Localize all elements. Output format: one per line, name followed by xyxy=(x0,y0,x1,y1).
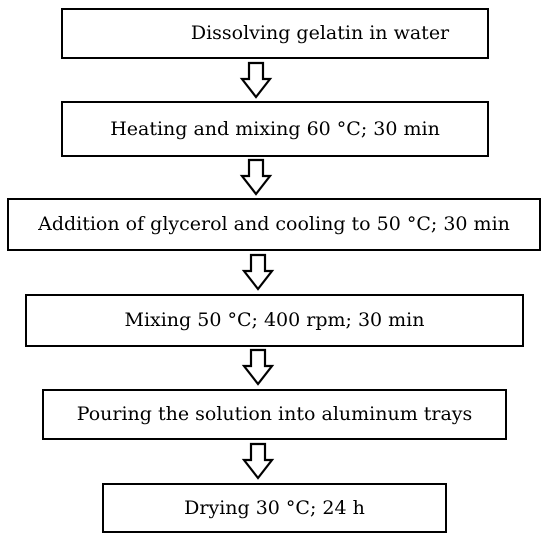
flow-step-pouring: Pouring the solution into aluminum trays xyxy=(42,389,507,440)
flow-step-drying: Drying 30 °C; 24 h xyxy=(102,483,447,533)
flow-step-label: Mixing 50 °C; 400 rpm; 30 min xyxy=(124,309,425,331)
down-arrow-icon xyxy=(241,348,275,386)
flow-step-label: Drying 30 °C; 24 h xyxy=(184,496,365,519)
down-arrow-icon xyxy=(239,158,273,196)
down-arrow-icon xyxy=(239,61,273,99)
flow-step-label: Pouring the solution into aluminum trays xyxy=(76,403,473,425)
flow-step-heating-mixing: Heating and mixing 60 °C; 30 min xyxy=(61,101,489,157)
flow-step-label: Heating and mixing 60 °C; 30 min xyxy=(110,117,440,140)
flow-step-label: Addition of glycerol and cooling to 50 °… xyxy=(38,213,510,235)
flow-step-dissolving: Dissolving gelatin in water xyxy=(61,8,489,59)
down-arrow-icon xyxy=(241,253,275,291)
flow-step-label: Dissolving gelatin in water xyxy=(190,22,450,44)
flow-step-mixing: Mixing 50 °C; 400 rpm; 30 min xyxy=(25,294,524,347)
flow-step-glycerol-cooling: Addition of glycerol and cooling to 50 °… xyxy=(7,198,541,251)
down-arrow-icon xyxy=(241,442,275,480)
